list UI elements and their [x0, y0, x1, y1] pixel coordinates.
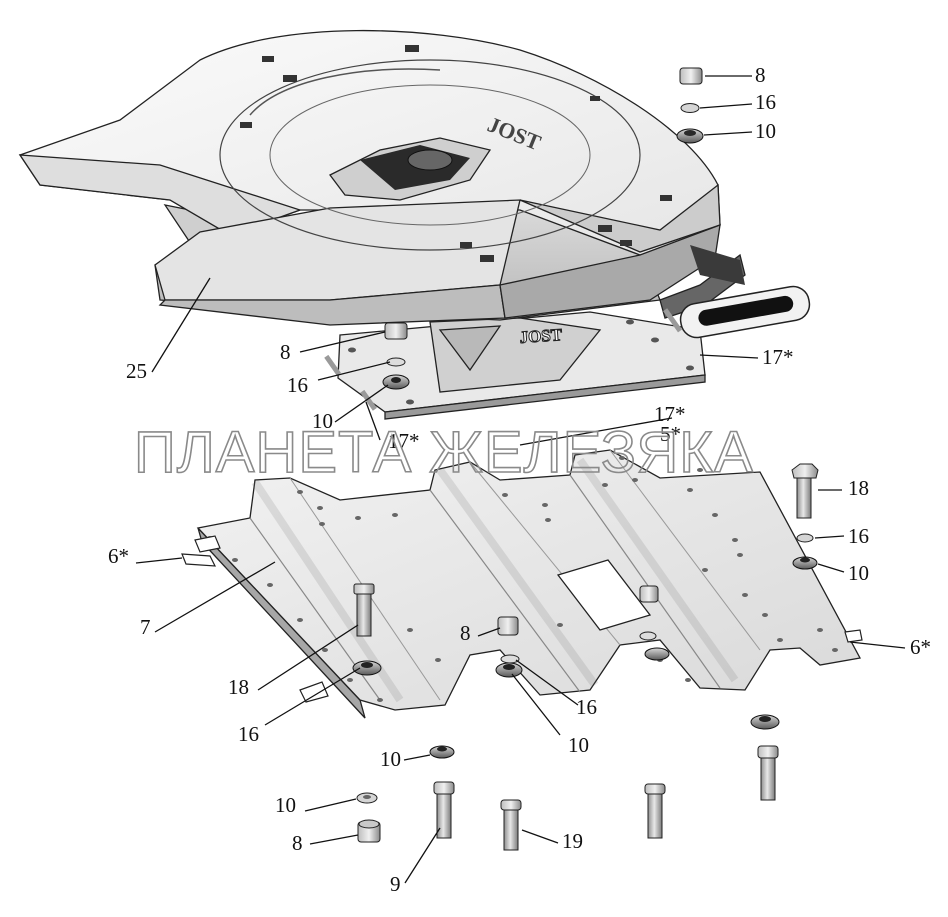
release-handle — [659, 245, 811, 339]
callout-label: 6* — [108, 544, 129, 568]
callout-label: 16 — [848, 524, 869, 548]
callout-label: 10 — [568, 733, 589, 757]
nut-8-top — [679, 67, 703, 85]
bolt-18-right — [791, 463, 819, 519]
callout-label: 19 — [562, 829, 583, 853]
fifth-wheel-coupling: JOST JOST — [18, 29, 811, 420]
jost-logo-base: JOST — [519, 325, 563, 347]
bolt-19 — [500, 799, 522, 851]
callout-label: 7 — [140, 615, 151, 639]
callout-labels: 8 16 10 25 8 16 10 17* 17* 17* 5* 18 16 … — [108, 63, 931, 896]
callout-label: 10 — [312, 409, 333, 433]
callout-label: 8 — [292, 831, 303, 855]
callout-label: 10 — [275, 793, 296, 817]
callout-label: 10 — [848, 561, 869, 585]
callout-label: 10 — [380, 747, 401, 771]
callout-label: 10 — [755, 119, 776, 143]
mounting-plate — [181, 449, 863, 719]
bolt-19-c — [757, 745, 779, 801]
washer-16-center — [500, 654, 520, 664]
watermark-text: ПЛАНЕТА ЖЕЛЕЗЯКА — [134, 420, 754, 485]
spring-washer-16-top — [680, 103, 700, 113]
shim-17-left — [324, 354, 341, 376]
callout-label: 8 — [460, 621, 471, 645]
stop-block-6-right — [844, 629, 863, 643]
callout-label: 16 — [238, 722, 259, 746]
washer-10-right — [792, 556, 818, 570]
callout-label: 8 — [280, 340, 291, 364]
callout-label: 9 — [390, 872, 401, 896]
callout-label: 16 — [755, 90, 776, 114]
callout-label: 6* — [910, 635, 931, 659]
shim-17-front — [360, 389, 377, 411]
bolt-9 — [433, 781, 455, 839]
washer-10-lower-a — [429, 745, 455, 759]
callout-label: 5* — [660, 422, 681, 446]
stop-block-6-left — [181, 553, 217, 567]
callout-label: 18 — [848, 476, 869, 500]
callout-label: 8 — [755, 63, 766, 87]
nut-8-plate — [497, 616, 519, 636]
callout-label: 25 — [126, 359, 147, 383]
mounting-bracket — [337, 311, 706, 420]
callout-label: 17* — [388, 429, 420, 453]
bolt-19-b — [644, 783, 666, 839]
leader-lines — [135, 75, 906, 884]
callout-label: 16 — [287, 373, 308, 397]
bolt-18-plate — [353, 583, 375, 637]
callout-label: 16 — [576, 695, 597, 719]
stop-block-6-front — [299, 681, 329, 703]
callout-label: 17* — [762, 345, 794, 369]
washer-16-right — [796, 533, 814, 543]
nut-8-bracket — [384, 322, 408, 340]
shim-17-right — [663, 308, 683, 333]
callout-label: 17* — [654, 402, 686, 426]
callout-label: 18 — [228, 675, 249, 699]
fastener-set-top — [676, 67, 704, 144]
